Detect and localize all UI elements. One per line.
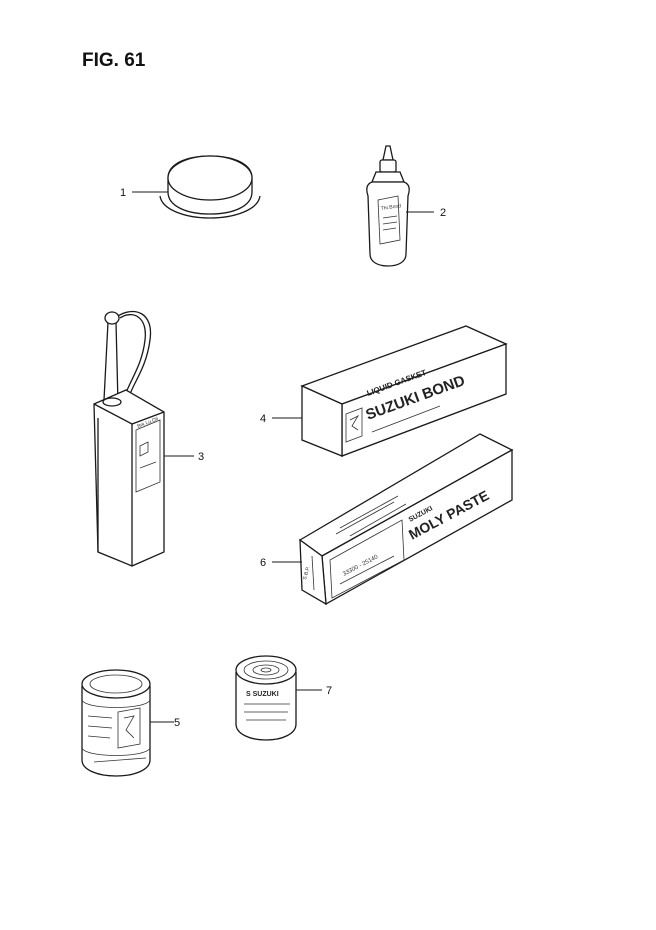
bottle-label: Thr.Bond (380, 203, 401, 212)
part-7-can: S SUZUKI (235, 655, 297, 741)
callout-1: 1 (120, 187, 126, 199)
callout-4: 4 (260, 413, 266, 425)
part-6-moly-paste-box: 33300 - 25140 SUZUKI MOLY PASTE S.B.P. (298, 433, 514, 606)
callout-7: 7 (326, 685, 332, 697)
callout-3: 3 (198, 451, 204, 463)
part-1-cap (159, 155, 261, 219)
part-5-can (81, 669, 151, 777)
part-2-bottle: Thr.Bond (366, 145, 410, 267)
paste-box-side: S.B.P. (302, 566, 311, 581)
can7-brand: S SUZUKI (246, 691, 279, 698)
callout-5: 5 (174, 717, 180, 729)
callout-2: 2 (440, 207, 446, 219)
part-3-oil-can: Brk Lu.Oil (93, 310, 165, 567)
figure-title: FIG. 61 (82, 50, 146, 71)
part-4-bond-box: LIQUID GASKET SUZUKI BOND (300, 325, 508, 457)
callout-6: 6 (260, 557, 266, 569)
